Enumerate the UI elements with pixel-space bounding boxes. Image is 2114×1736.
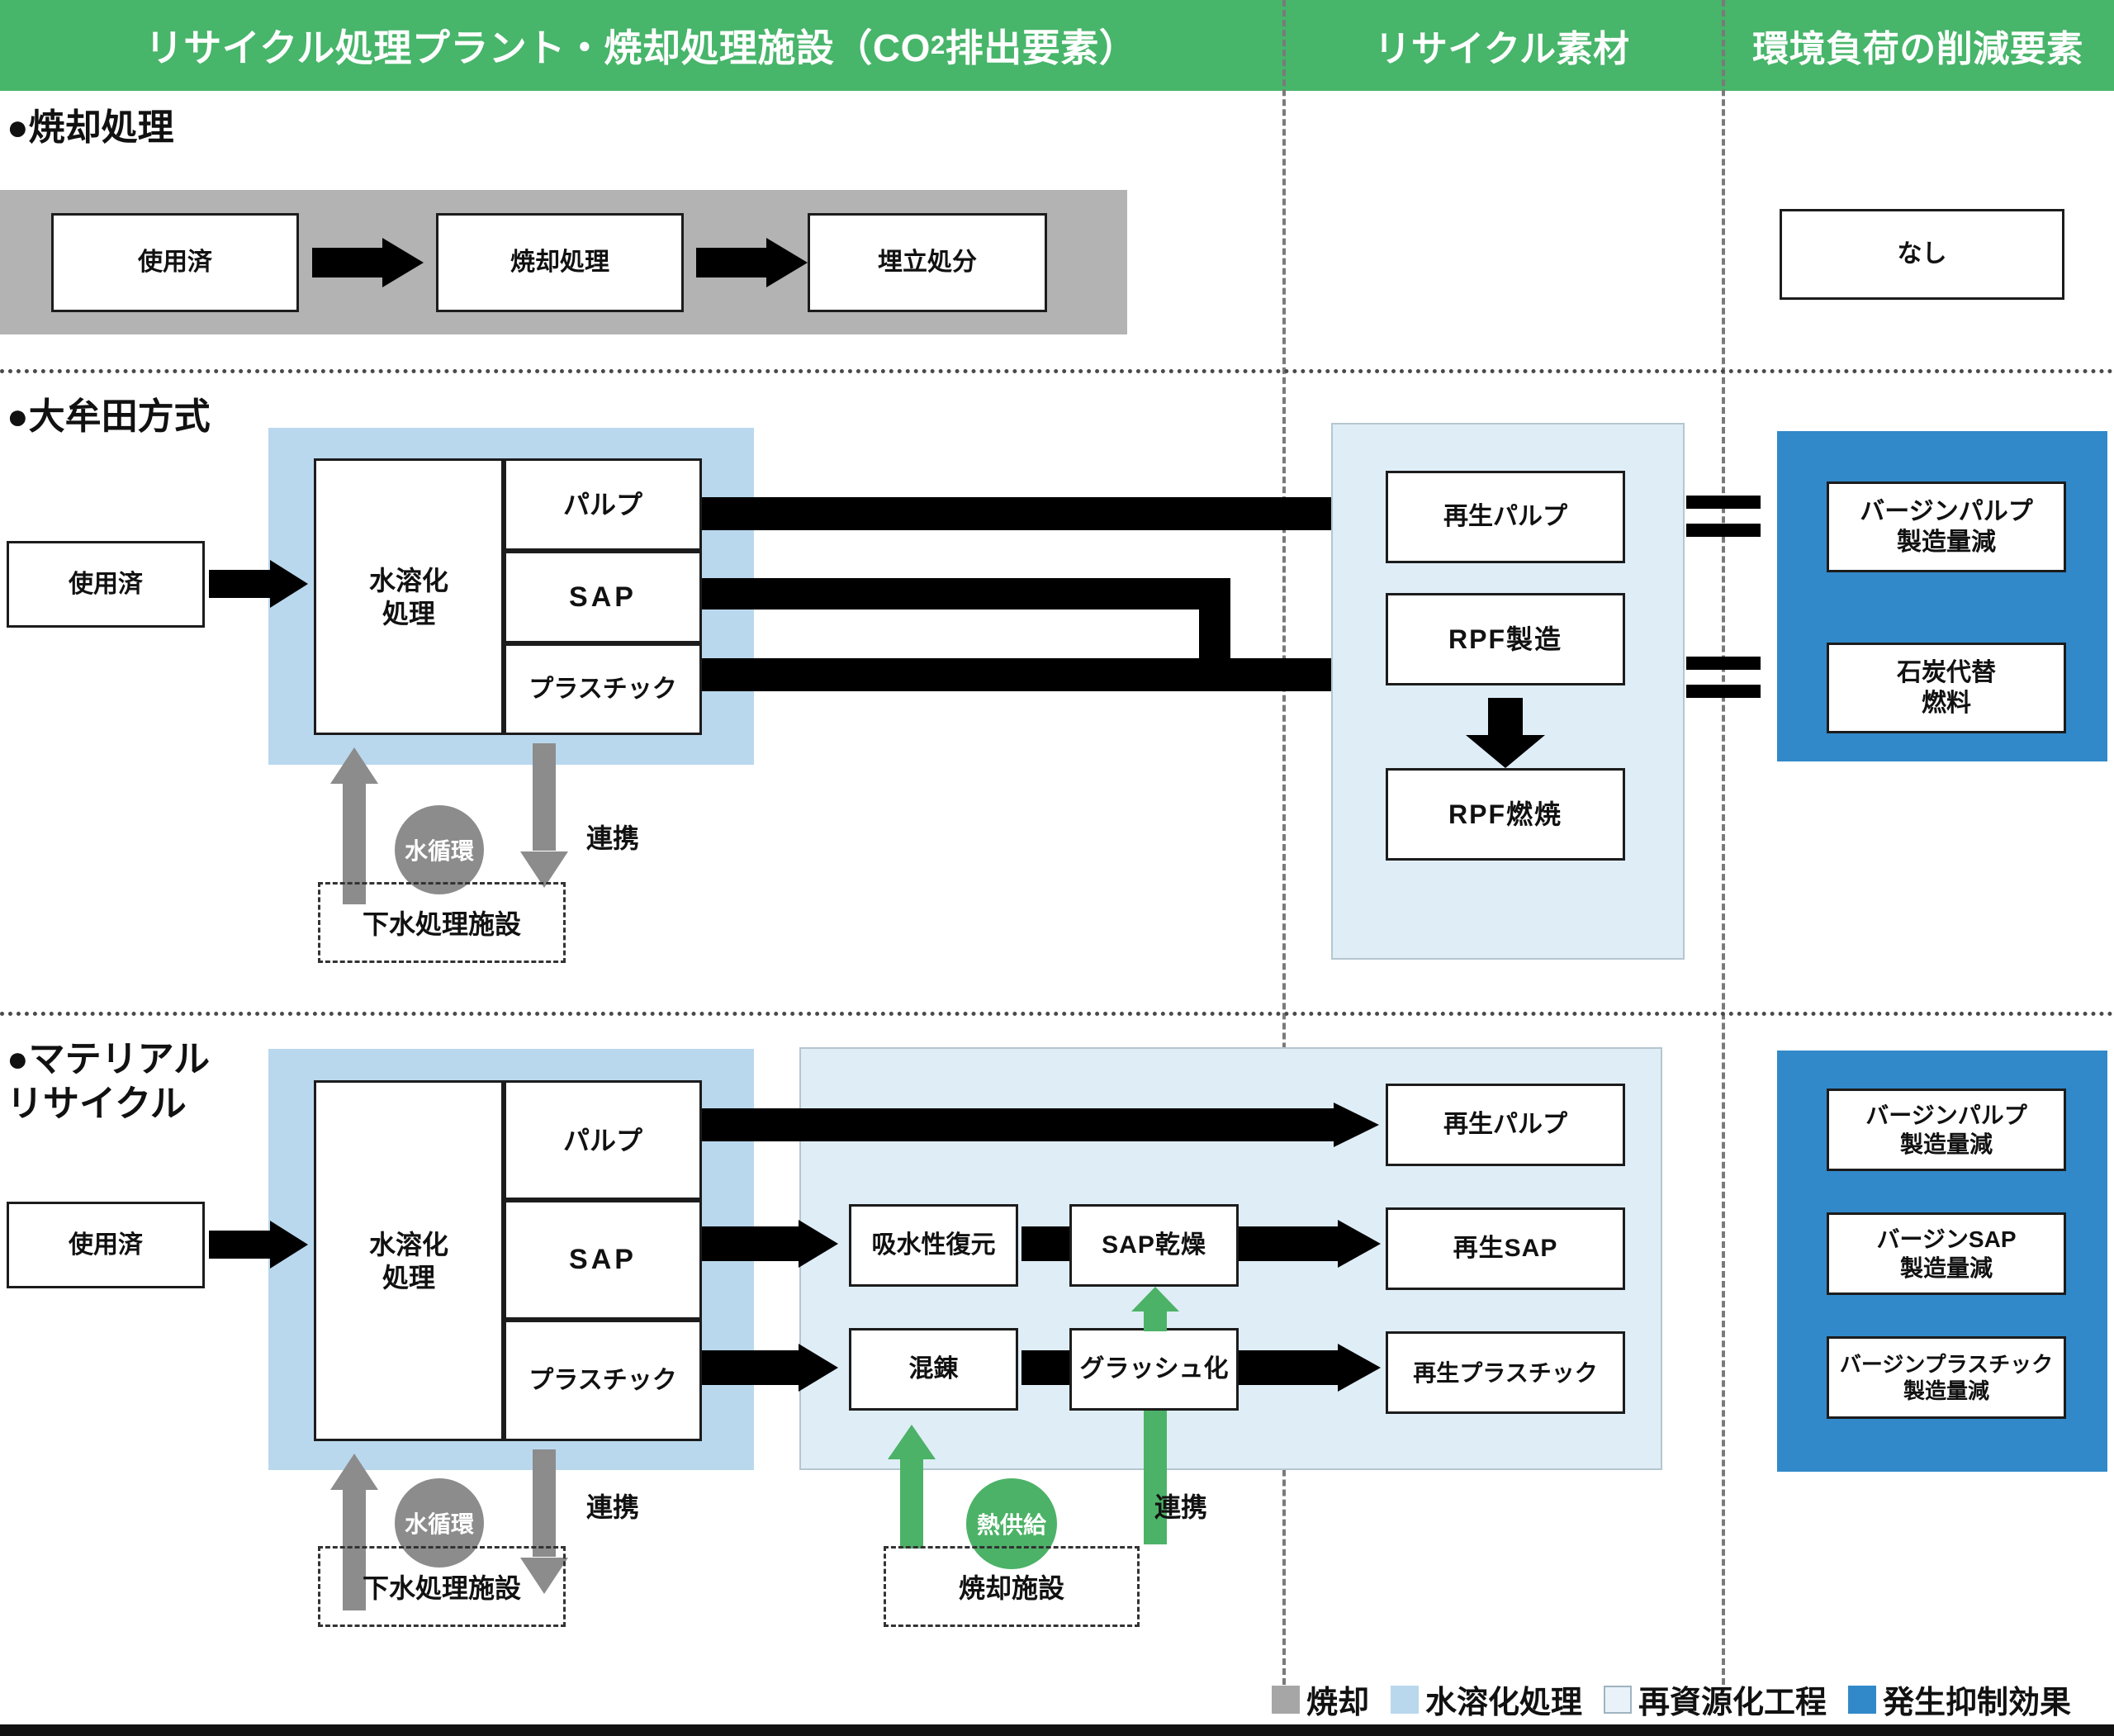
arrow-incineration-to-landfill-s1 [696, 238, 808, 287]
legend: 焼却 水溶化処理 再資源化工程 発生抑制効果 [1272, 1677, 2071, 1722]
box-recycled-plastic-s3: 再生プラスチック [1386, 1331, 1625, 1414]
arrow-water-down-s2 [520, 743, 568, 888]
arrow-heat-supply-up-s3 [888, 1425, 936, 1549]
legend-item-incineration: 焼却 [1272, 1677, 1369, 1722]
box-reduction-coal-substitute-s2: 石炭代替 燃料 [1827, 643, 2066, 733]
box-dissolve-s3: 水溶化 処理 [314, 1080, 504, 1441]
box-sap-s2: SAP [504, 551, 702, 643]
box-pulp-s2: パルプ [504, 458, 702, 551]
legend-label-incineration: 焼却 [1306, 1686, 1370, 1720]
box-landfill-s1: 埋立処分 [808, 213, 1047, 312]
box-sap-dry-s3: SAP乾燥 [1069, 1204, 1239, 1287]
legend-swatch-incineration-icon [1272, 1685, 1300, 1714]
box-recycled-pulp-s2: 再生パルプ [1386, 471, 1625, 563]
legend-label-dissolve: 水溶化処理 [1425, 1686, 1583, 1720]
arrow-used-to-dissolve-s2 [209, 559, 308, 609]
box-recycled-pulp-s3: 再生パルプ [1386, 1084, 1625, 1166]
section-divider-1 [0, 369, 2114, 373]
arrow-rpf-production-to-burn-s2 [1466, 698, 1545, 768]
box-plastic-s3: プラスチック [504, 1320, 702, 1441]
box-incineration-facility-s3: 焼却施設 [884, 1546, 1140, 1627]
legend-item-dissolve: 水溶化処理 [1391, 1677, 1582, 1722]
header-band [0, 0, 2114, 91]
header-col1-text: リサイクル処理プラント・焼却処理施設（CO [145, 26, 931, 69]
box-knead-s3: 混錬 [849, 1328, 1018, 1411]
legend-item-resource-process: 再資源化工程 [1604, 1677, 1827, 1722]
arrow-used-to-incineration-s1 [312, 238, 424, 287]
box-sewage-facility-s3: 下水処理施設 [318, 1546, 566, 1627]
footer-strip [0, 1724, 2114, 1736]
header-col1-subscript: 2 [930, 31, 946, 59]
arrow-plastic-to-knead-s3 [702, 1344, 838, 1392]
equals-connector-pulp-s2 [1686, 496, 1761, 537]
arrow-heat-supply-to-glassify-s3 [1131, 1411, 1179, 1544]
arrow-sap-to-absorb-restore-s3 [702, 1220, 838, 1268]
legend-swatch-dissolve-icon [1391, 1685, 1420, 1714]
arrow-water-down-s3 [520, 1449, 568, 1594]
section-title-incineration: ●焼却処理 [7, 107, 174, 148]
column-divider-1 [1282, 0, 1286, 1685]
header-col1-text-post: 排出要素） [945, 26, 1138, 69]
legend-item-reduction-effect: 発生抑制効果 [1848, 1677, 2071, 1722]
box-used-s1: 使用済 [51, 213, 299, 312]
box-reduction-virgin-pulp-s2: バージンパルプ 製造量減 [1827, 481, 2066, 572]
header-col-environmental-reduction: 環境負荷の削減要素 [1752, 29, 2083, 69]
section-title-material-recycle: ●マテリアル リサイクル [7, 1039, 211, 1124]
arrow-used-to-dissolve-s3 [209, 1220, 308, 1269]
column-divider-2 [1722, 0, 1725, 1685]
box-reduction-none-s1: なし [1780, 209, 2064, 300]
arrow-sap-vertical-s2 [1199, 578, 1230, 669]
box-plastic-s2: プラスチック [504, 643, 702, 735]
box-sap-s3: SAP [504, 1200, 702, 1320]
label-cooperation-s2: 連携 [586, 823, 640, 853]
legend-label-resource-process: 再資源化工程 [1638, 1686, 1827, 1720]
badge-heat-supply-s3: 熱供給 [966, 1478, 1057, 1569]
arrow-glassify-to-recycled-plastic-s3 [1239, 1344, 1381, 1392]
arrow-pulp-to-recycled-pulp-s2 [702, 491, 1379, 536]
box-recycled-sap-s3: 再生SAP [1386, 1207, 1625, 1290]
equals-connector-rpf-s2 [1686, 657, 1761, 698]
box-incineration-s1: 焼却処理 [436, 213, 684, 312]
section-divider-2 [0, 1012, 2114, 1016]
legend-swatch-reduction-effect-icon [1848, 1685, 1877, 1714]
box-reduction-virgin-pulp-s3: バージンパルプ 製造量減 [1827, 1089, 2066, 1171]
box-pulp-s3: パルプ [504, 1080, 702, 1200]
label-cooperation-heat-s3: 連携 [1154, 1492, 1208, 1522]
box-glassify-s3: グラッシュ化 [1069, 1328, 1239, 1411]
arrow-sap-dry-to-recycled-sap-s3 [1239, 1220, 1381, 1268]
box-rpf-production-s2: RPF製造 [1386, 593, 1625, 685]
section-title-omuta: ●大牟田方式 [7, 396, 211, 437]
legend-swatch-resource-process-icon [1604, 1685, 1633, 1714]
arrow-sap-horizontal-s2 [702, 578, 1230, 609]
box-rpf-burning-s2: RPF燃焼 [1386, 768, 1625, 861]
box-reduction-virgin-sap-s3: バージンSAP 製造量減 [1827, 1212, 2066, 1295]
header-col-recycled-material: リサイクル素材 [1374, 29, 1630, 69]
box-sewage-facility-s2: 下水処理施設 [318, 882, 566, 963]
badge-water-cycle-s3: 水循環 [395, 1478, 484, 1568]
box-reduction-virgin-plastic-s3: バージンプラスチック 製造量減 [1827, 1336, 2066, 1419]
arrow-heat-up-to-sap-dry-s3 [1131, 1287, 1179, 1331]
legend-label-reduction-effect: 発生抑制効果 [1883, 1686, 2072, 1720]
box-used-s3: 使用済 [7, 1202, 205, 1288]
box-absorb-restore-s3: 吸水性復元 [849, 1204, 1018, 1287]
label-cooperation-water-s3: 連携 [586, 1492, 640, 1522]
arrow-water-up-s3 [330, 1454, 378, 1610]
box-dissolve-s2: 水溶化 処理 [314, 458, 504, 735]
badge-water-cycle-s2: 水循環 [395, 805, 484, 894]
arrow-pulp-to-recycled-pulp-s3 [702, 1103, 1379, 1147]
arrow-water-up-s2 [330, 747, 378, 904]
arrow-plastic-to-rpf-s2 [702, 652, 1379, 697]
box-used-s2: 使用済 [7, 541, 205, 628]
